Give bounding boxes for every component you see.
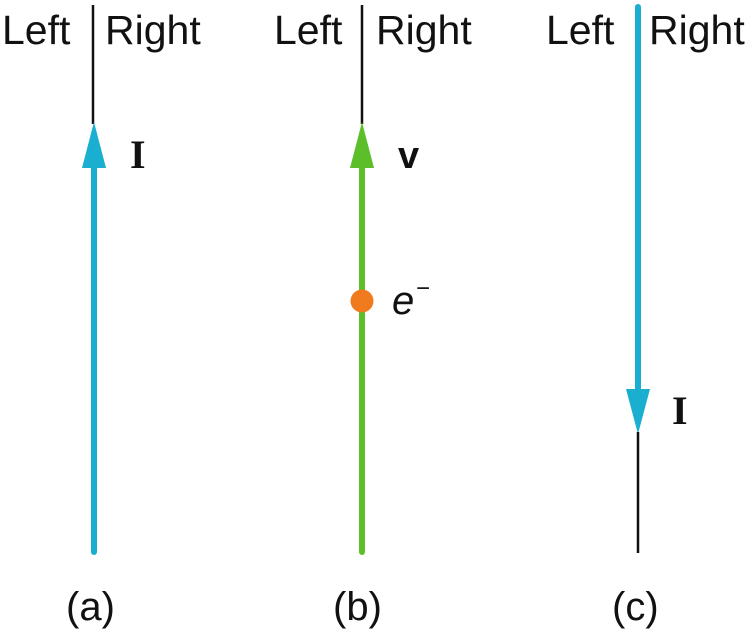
panel-b: Left Right v e − (b) xyxy=(274,5,472,629)
left-label: Left xyxy=(2,7,71,53)
panel-caption: (b) xyxy=(333,585,382,629)
panel-caption: (a) xyxy=(66,585,115,629)
left-label: Left xyxy=(546,7,615,53)
current-label: I xyxy=(672,388,688,433)
panel-caption: (c) xyxy=(612,585,659,629)
right-label: Right xyxy=(649,7,745,53)
panel-a: Left Right I (a) xyxy=(2,5,201,629)
electron-charge-superscript: − xyxy=(416,275,430,302)
right-label: Right xyxy=(376,7,472,53)
right-label: Right xyxy=(105,7,201,53)
left-label: Left xyxy=(274,7,343,53)
arrow-down-icon xyxy=(626,389,650,434)
velocity-label: v xyxy=(398,135,419,177)
electron-dot-icon xyxy=(350,289,374,313)
current-label: I xyxy=(130,132,146,177)
panel-c: Left Right I (c) xyxy=(546,4,745,629)
electron-label: e xyxy=(392,279,414,323)
arrow-up-icon xyxy=(82,122,106,168)
arrow-up-icon xyxy=(350,122,374,168)
